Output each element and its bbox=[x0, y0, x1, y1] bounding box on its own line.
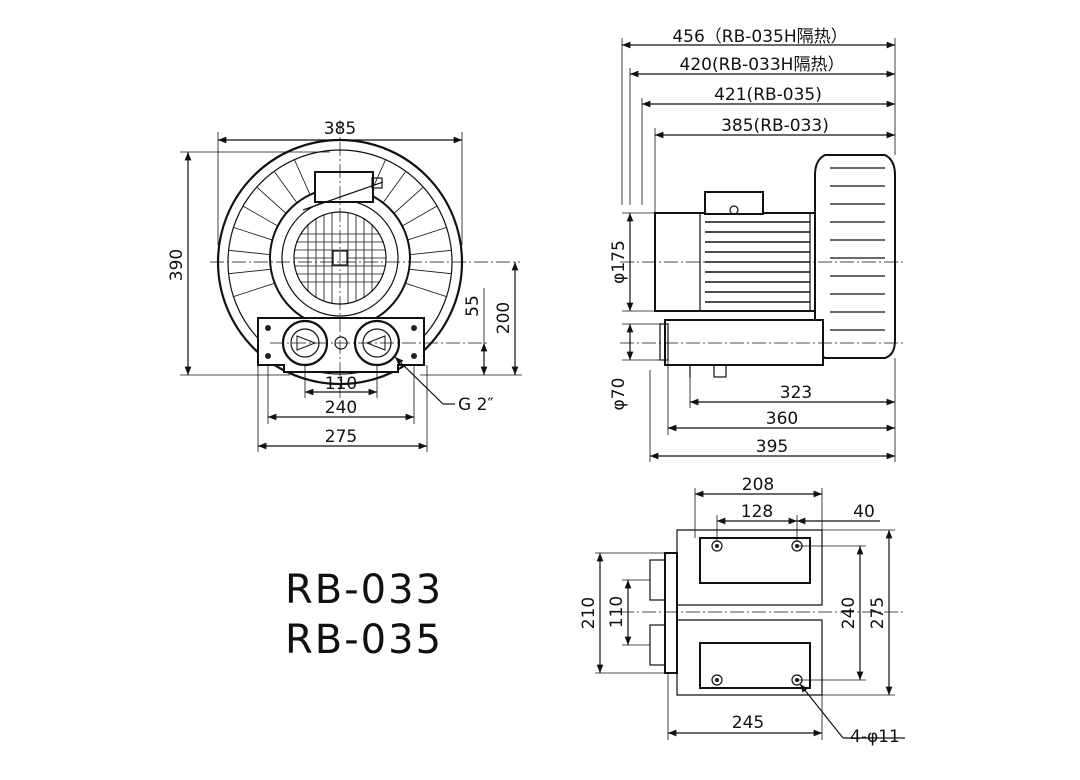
dim-208: 208 bbox=[742, 475, 774, 495]
dim-323: 323 bbox=[780, 383, 812, 403]
base-view: 208 128 40 210 110 240 275 245 bbox=[579, 475, 905, 747]
dim-128: 128 bbox=[741, 502, 773, 522]
side-housing bbox=[814, 154, 896, 359]
dim-110: 110 bbox=[607, 596, 627, 628]
side-view: 456（RB-035H隔热） 420(RB-033H隔热） 421(RB-035… bbox=[609, 27, 905, 462]
dim-height-390: 390 bbox=[167, 249, 187, 281]
flange-strip bbox=[664, 552, 678, 674]
dim-axis-200: 200 bbox=[494, 302, 514, 334]
dim-395: 395 bbox=[756, 437, 788, 457]
dim-240: 240 bbox=[839, 597, 859, 629]
silencer-tube bbox=[664, 319, 824, 366]
dim-210: 210 bbox=[579, 597, 599, 629]
dim-360: 360 bbox=[766, 409, 798, 429]
dim-40: 40 bbox=[853, 502, 875, 522]
dim-length-033: 385(RB-033) bbox=[721, 116, 829, 136]
dim-pipe-dia: φ70 bbox=[609, 378, 629, 411]
model-label-2: RB-035 bbox=[285, 617, 443, 663]
terminal-box bbox=[314, 171, 374, 203]
dim-base-240: 240 bbox=[325, 398, 357, 418]
dim-base-275: 275 bbox=[325, 427, 357, 447]
dim-length-035h: 456（RB-035H隔热） bbox=[672, 27, 847, 47]
dim-245: 245 bbox=[732, 713, 764, 733]
dim-motor-dia: φ175 bbox=[609, 240, 629, 284]
front-view: 385 390 200 55 110 240 275 G 2″ bbox=[167, 119, 522, 452]
dim-outlet-110: 110 bbox=[325, 374, 357, 394]
dim-length-033h: 420(RB-033H隔热） bbox=[680, 55, 845, 75]
port-thread-label: G 2″ bbox=[458, 395, 494, 415]
holes-label: 4-φ11 bbox=[850, 727, 900, 747]
dim-275: 275 bbox=[868, 597, 888, 629]
dim-length-035: 421(RB-035) bbox=[714, 85, 822, 105]
dim-width-385: 385 bbox=[324, 119, 356, 139]
side-terminal-box bbox=[704, 191, 764, 215]
base-block bbox=[257, 317, 425, 373]
model-label-1: RB-033 bbox=[285, 567, 443, 613]
dim-offset-55: 55 bbox=[463, 295, 483, 317]
